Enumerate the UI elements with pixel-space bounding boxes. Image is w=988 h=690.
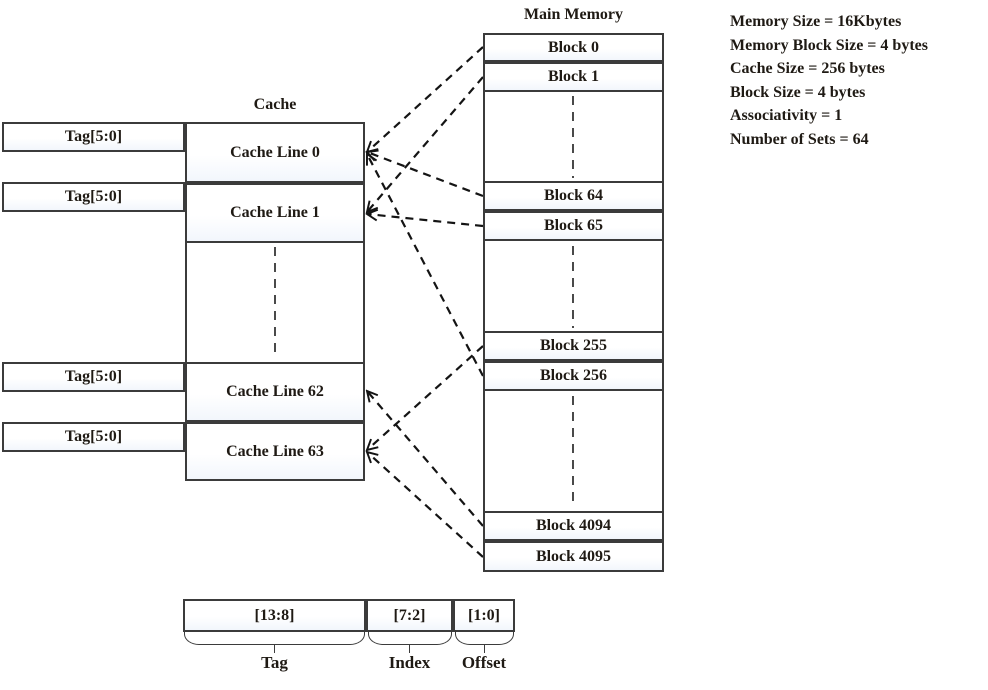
param-associativity: Associativity = 1 bbox=[730, 107, 843, 124]
index-tick bbox=[409, 645, 410, 653]
memory-block-4095: Block 4095 bbox=[483, 541, 664, 572]
address-field-tag-bits: [13:8] bbox=[183, 599, 366, 632]
mapping-line-block4094-to-line62 bbox=[367, 391, 484, 527]
mapping-line-block256-to-line0 bbox=[367, 154, 484, 377]
tag-box-line0: Tag[5:0] bbox=[2, 122, 185, 152]
parameters-panel: Memory Size = 16Kbytes Memory Block Size… bbox=[730, 10, 980, 151]
mapping-line-block1-to-line1 bbox=[367, 76, 484, 212]
mapping-line-block255-to-line63 bbox=[367, 345, 484, 450]
mapping-line-block64-to-line0 bbox=[367, 152, 484, 198]
mapping-line-block0-to-line0 bbox=[367, 46, 484, 152]
offset-tick bbox=[484, 645, 485, 653]
tag-brace bbox=[184, 631, 365, 645]
cache-line-62: Cache Line 62 bbox=[185, 362, 365, 422]
cache-title: Cache bbox=[253, 96, 297, 113]
cache-line-63: Cache Line 63 bbox=[185, 422, 365, 481]
address-field-index-bits: [7:2] bbox=[366, 599, 453, 632]
memory-block-4094: Block 4094 bbox=[483, 511, 664, 541]
tag-box-line62: Tag[5:0] bbox=[2, 362, 185, 392]
memory-block-1: Block 1 bbox=[483, 62, 664, 92]
tag-box-line1: Tag[5:0] bbox=[2, 182, 185, 212]
param-memory-size: Memory Size = 16Kbytes bbox=[730, 13, 902, 30]
main-memory-title: Main Memory bbox=[523, 6, 624, 23]
memory-block-256: Block 256 bbox=[483, 361, 664, 391]
address-label-offset: Offset bbox=[461, 653, 507, 672]
address-field-offset-bits: [1:0] bbox=[453, 599, 515, 632]
cache-line-0: Cache Line 0 bbox=[185, 122, 365, 183]
param-block-size: Block Size = 4 bytes bbox=[730, 83, 866, 101]
mapping-line-block65-to-line1 bbox=[367, 214, 484, 228]
address-label-index: Index bbox=[388, 653, 431, 672]
mapping-line-block4095-to-line63 bbox=[367, 452, 484, 558]
offset-brace bbox=[455, 631, 514, 645]
tag-tick bbox=[274, 645, 275, 653]
index-brace bbox=[368, 631, 452, 645]
cache-line-1: Cache Line 1 bbox=[185, 183, 365, 243]
main-memory-outline bbox=[483, 33, 664, 572]
memory-block-255: Block 255 bbox=[483, 331, 664, 361]
param-memory-block-size: Memory Block Size = 4 bytes bbox=[730, 36, 928, 54]
tag-box-line63: Tag[5:0] bbox=[2, 422, 185, 452]
memory-block-65: Block 65 bbox=[483, 211, 664, 241]
param-number-of-sets: Number of Sets = 64 bbox=[730, 130, 869, 148]
memory-block-64: Block 64 bbox=[483, 181, 664, 211]
address-label-tag: Tag bbox=[261, 653, 288, 672]
param-cache-size: Cache Size = 256 bytes bbox=[730, 60, 885, 77]
memory-block-0: Block 0 bbox=[483, 33, 664, 62]
